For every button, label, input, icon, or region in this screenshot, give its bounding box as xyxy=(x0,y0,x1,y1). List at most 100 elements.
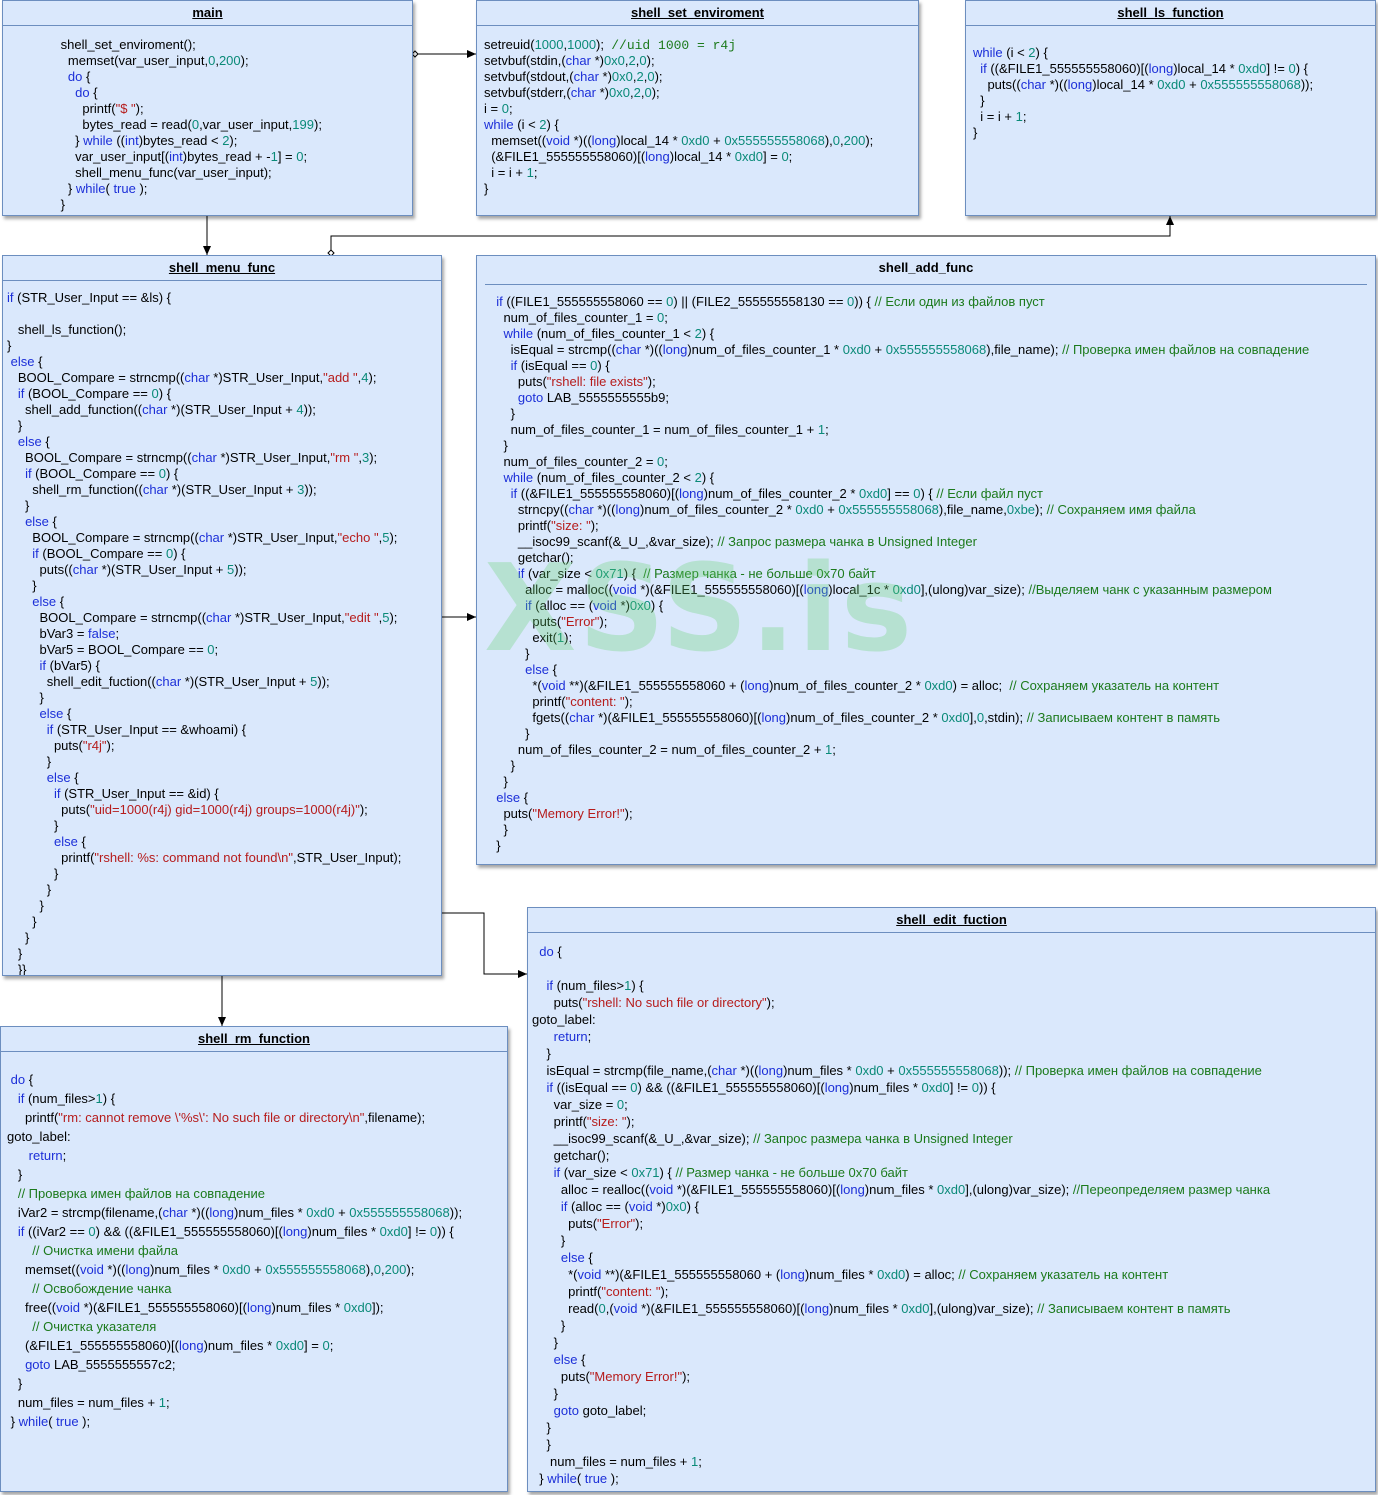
code-token: 5 xyxy=(382,610,390,625)
code-token: 1 xyxy=(158,1395,166,1410)
code-token: "edit " xyxy=(344,610,379,625)
code-token: } xyxy=(7,898,44,913)
code-token: ; xyxy=(115,626,120,641)
shell-rm-function-node[interactable]: shell_rm_function do { if (num_files>1) … xyxy=(0,1026,508,1492)
code-token: goto_label: xyxy=(532,1012,596,1027)
code-token: + xyxy=(334,1205,350,1220)
code-line: puts("rshell: file exists"); xyxy=(489,374,656,390)
code-token: + xyxy=(823,502,839,517)
code-line: if (var_size < 0x71) { // Размер чанка -… xyxy=(532,1165,908,1181)
code-token: alloc = realloc(( xyxy=(532,1182,650,1197)
code-token: LAB_5555555557c2; xyxy=(50,1357,176,1372)
code-token: )num_files * xyxy=(783,1063,856,1078)
code-token: ) { xyxy=(701,470,715,485)
code-token: 4 xyxy=(296,402,304,417)
code-token: *)(( xyxy=(103,1262,126,1277)
code-token: *( xyxy=(489,678,542,693)
code-token: ] != xyxy=(1266,61,1289,76)
code-token: long xyxy=(804,1301,830,1316)
code-token: ) { xyxy=(920,486,937,501)
code-token: ),file_name); xyxy=(986,342,1063,357)
code-token: 0x0 xyxy=(603,53,625,68)
code-token: ); xyxy=(240,53,249,68)
code-token: var_user_input[( xyxy=(39,149,170,164)
code-token: printf( xyxy=(532,1284,602,1299)
code-token: ] = xyxy=(277,149,297,164)
code-token: goto_label: xyxy=(7,1129,71,1144)
code-token: (i < xyxy=(513,117,540,132)
code-token: true xyxy=(113,181,136,196)
code-token: if xyxy=(46,722,54,737)
code-token: } xyxy=(532,1386,559,1401)
code-token: 5 xyxy=(382,530,390,545)
shell-set-enviroment-node[interactable]: shell_set_enviroment setreuid(1000,1000)… xyxy=(476,0,919,216)
shell-ls-function-node[interactable]: shell_ls_function while (i < 2) { if ((&… xyxy=(965,0,1376,216)
shell-add-func-node[interactable]: shell_add_func if ((FILE1_555555558060 =… xyxy=(476,255,1376,865)
code-token: ; xyxy=(788,149,793,164)
code-token: long xyxy=(591,133,617,148)
code-token: puts( xyxy=(489,374,547,389)
main-node[interactable]: main shell_set_enviroment(); memset(var_… xyxy=(2,0,413,216)
code-line: } xyxy=(532,1318,565,1334)
code-token xyxy=(532,1250,561,1265)
code-token: } xyxy=(973,125,978,140)
code-token xyxy=(39,69,68,84)
code-token: printf( xyxy=(489,694,566,709)
code-token: if xyxy=(25,466,32,481)
code-token: 0 xyxy=(657,454,665,469)
code-line: } xyxy=(489,774,508,790)
code-token: ) { xyxy=(158,386,172,401)
code-token: ); xyxy=(766,995,775,1010)
code-token: BOOL_Compare = strncmp(( xyxy=(7,530,199,545)
code-token: ,var_user_input, xyxy=(199,117,293,132)
code-token: ]); xyxy=(371,1300,384,1315)
code-line: if ((&FILE1_555555558060)[(long)num_of_f… xyxy=(489,486,1043,502)
code-token: } xyxy=(7,418,23,433)
code-token: ); xyxy=(624,694,633,709)
code-token: } xyxy=(489,774,508,789)
code-token: if xyxy=(496,294,503,309)
code-token: goto_label; xyxy=(578,1403,647,1418)
code-token: //Выделяем чанк с указанным размером xyxy=(1028,582,1272,597)
code-token: *)(&FILE1_555555558060)[( xyxy=(594,710,762,725)
code-token: 0xd0 xyxy=(924,678,953,693)
code-token: while xyxy=(547,1471,577,1486)
code-token: 2 xyxy=(1028,45,1036,60)
code-token: ); xyxy=(389,530,398,545)
code-line: puts("r4j"); xyxy=(7,738,115,754)
code-line: while (num_of_files_counter_2 < 2) { xyxy=(489,470,714,486)
code-line: bytes_read = read(0,var_user_input,199); xyxy=(39,117,322,133)
node-title: main xyxy=(3,1,412,26)
code-token: } xyxy=(484,181,489,196)
code-token xyxy=(489,598,525,613)
code-token: 200 xyxy=(384,1262,407,1277)
code-line: if (STR_User_Input == &ls) { xyxy=(7,290,171,306)
code-token: } xyxy=(973,93,985,108)
shell-edit-fuction-node[interactable]: shell_edit_fuction do { if (num_files>1)… xyxy=(527,907,1376,1492)
code-token xyxy=(7,786,54,801)
code-token: } xyxy=(7,882,52,897)
code-token: 0 xyxy=(847,294,855,309)
code-token: ) { xyxy=(102,1091,116,1106)
code-token: 3 xyxy=(361,450,370,465)
code-token: ); xyxy=(624,806,633,821)
code-token: } xyxy=(532,1471,548,1486)
code-token: )) { xyxy=(854,294,875,309)
code-token: // Освобождение чанка xyxy=(32,1281,172,1296)
code-line: puts("Memory Error!"); xyxy=(532,1369,690,1385)
code-token: ((&FILE1_555555558060)[( xyxy=(517,486,680,501)
shell-menu-func-node[interactable]: shell_menu_func if (STR_User_Input == &l… xyxy=(2,255,442,976)
code-token: } xyxy=(39,181,76,196)
code-token: { xyxy=(77,834,86,849)
code-token: )bytes_read < xyxy=(138,133,223,148)
code-token: 0xd0 xyxy=(859,486,888,501)
code-token: else xyxy=(553,1352,578,1367)
code-token: BOOL_Compare = strncmp(( xyxy=(7,610,207,625)
code-token: } xyxy=(489,822,508,837)
code-token: 0 xyxy=(158,466,166,481)
code-line: num_of_files_counter_1 = num_of_files_co… xyxy=(489,422,829,438)
code-line: if (bVar5) { xyxy=(7,658,100,674)
code-token: setvbuf(stdout,( xyxy=(484,69,574,84)
code-token: else xyxy=(10,354,35,369)
code-token: { xyxy=(548,662,557,677)
